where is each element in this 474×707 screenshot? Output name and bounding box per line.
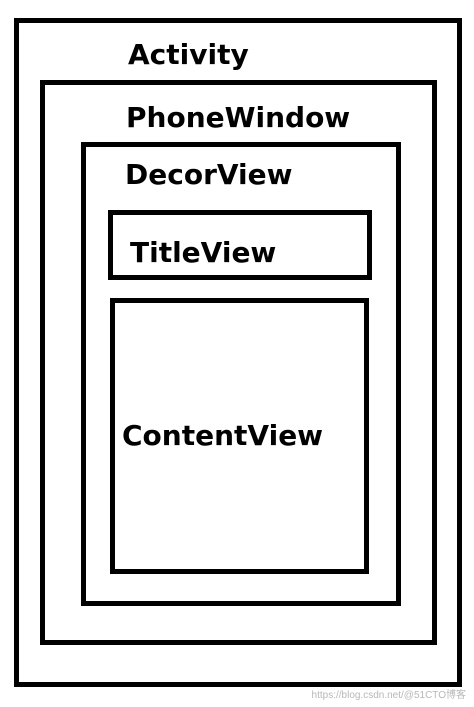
- title-view-box: [108, 210, 372, 280]
- title-view-label: TitleView: [130, 236, 277, 269]
- phone-window-label: PhoneWindow: [126, 101, 351, 134]
- decor-view-box: [81, 142, 401, 606]
- phone-window-box: [40, 80, 437, 645]
- decor-view-label: DecorView: [125, 158, 293, 191]
- activity-box: [14, 18, 462, 687]
- watermark-text: https://blog.csdn.net/@51CTO博客: [311, 690, 466, 701]
- activity-label: Activity: [128, 38, 249, 71]
- content-view-box: [110, 298, 369, 574]
- content-view-label: ContentView: [122, 419, 324, 452]
